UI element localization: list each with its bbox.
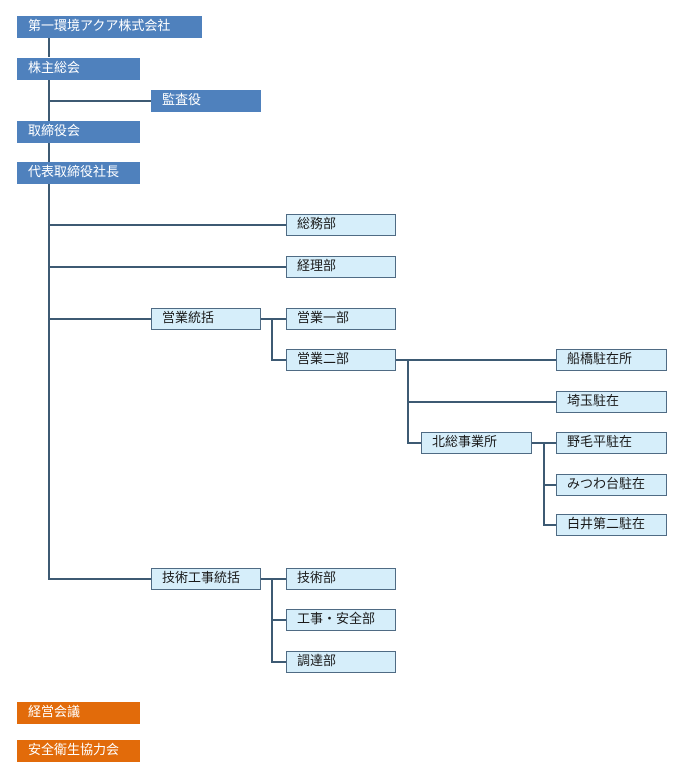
connector-line	[48, 184, 50, 579]
connector-line	[48, 266, 286, 268]
connector-line	[407, 401, 556, 403]
tech-node: 技術部	[286, 568, 396, 590]
connector-line	[271, 661, 286, 663]
general-affairs-node: 総務部	[286, 214, 396, 236]
connector-line	[48, 142, 50, 162]
connector-line	[271, 619, 286, 621]
connector-line	[48, 224, 286, 226]
connector-line	[261, 318, 286, 320]
safety-council-node: 安全衛生協力会	[17, 740, 140, 762]
connector-line	[48, 100, 151, 102]
funabashi-node: 船橋駐在所	[556, 349, 667, 371]
sales-2-node: 営業二部	[286, 349, 396, 371]
connector-line	[271, 318, 273, 360]
connector-line	[48, 318, 151, 320]
connector-line	[261, 578, 286, 580]
connector-line	[407, 442, 421, 444]
connector-line	[543, 524, 556, 526]
connector-line	[543, 484, 556, 486]
president-node: 代表取締役社長	[17, 162, 140, 184]
company-node: 第一環境アクア株式会社	[17, 16, 202, 38]
kitaso-node: 北総事業所	[421, 432, 532, 454]
connector-line	[48, 37, 50, 57]
auditor-node: 監査役	[151, 90, 261, 112]
accounting-node: 経理部	[286, 256, 396, 278]
tech-head-node: 技術工事統括	[151, 568, 261, 590]
procurement-node: 調達部	[286, 651, 396, 673]
saitama-node: 埼玉駐在	[556, 391, 667, 413]
mitsuwadai-node: みつわ台駐在	[556, 474, 667, 496]
shareholders-node: 株主総会	[17, 58, 140, 80]
connector-line	[396, 359, 556, 361]
board-node: 取締役会	[17, 121, 140, 143]
sales-1-node: 営業一部	[286, 308, 396, 330]
construction-node: 工事・安全部	[286, 609, 396, 631]
connector-line	[271, 359, 286, 361]
connector-line	[543, 442, 545, 525]
nogehira-node: 野毛平駐在	[556, 432, 667, 454]
management-council-node: 経営会議	[17, 702, 140, 724]
connector-line	[48, 578, 151, 580]
shiroi-node: 白井第二駐在	[556, 514, 667, 536]
sales-head-node: 営業統括	[151, 308, 261, 330]
